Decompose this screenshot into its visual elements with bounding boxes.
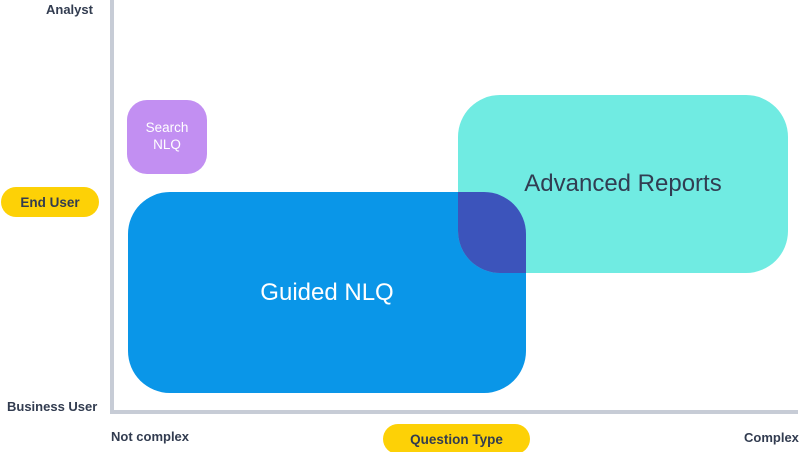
- search-nlq-region: Search NLQ: [127, 100, 207, 174]
- x-axis-left-label: Not complex: [111, 429, 190, 444]
- search-nlq-label-line1: Search: [145, 120, 189, 136]
- question-type-pill: Question Type: [383, 424, 530, 452]
- x-axis-line: [110, 410, 798, 414]
- y-axis-top-label: Analyst: [46, 2, 93, 17]
- y-axis-bottom-label: Business User: [7, 399, 98, 414]
- end-user-pill-label: End User: [20, 194, 80, 210]
- y-axis-line: [110, 0, 114, 414]
- x-axis-right-label: Complex: [744, 430, 799, 445]
- guided-nlq-label: Guided NLQ: [260, 278, 394, 306]
- advanced-reports-region: Advanced Reports: [458, 95, 788, 273]
- question-type-pill-label: Question Type: [410, 431, 503, 447]
- end-user-pill: End User: [1, 187, 99, 217]
- search-nlq-label-line2: NLQ: [153, 137, 181, 152]
- advanced-reports-label: Advanced Reports: [524, 170, 722, 197]
